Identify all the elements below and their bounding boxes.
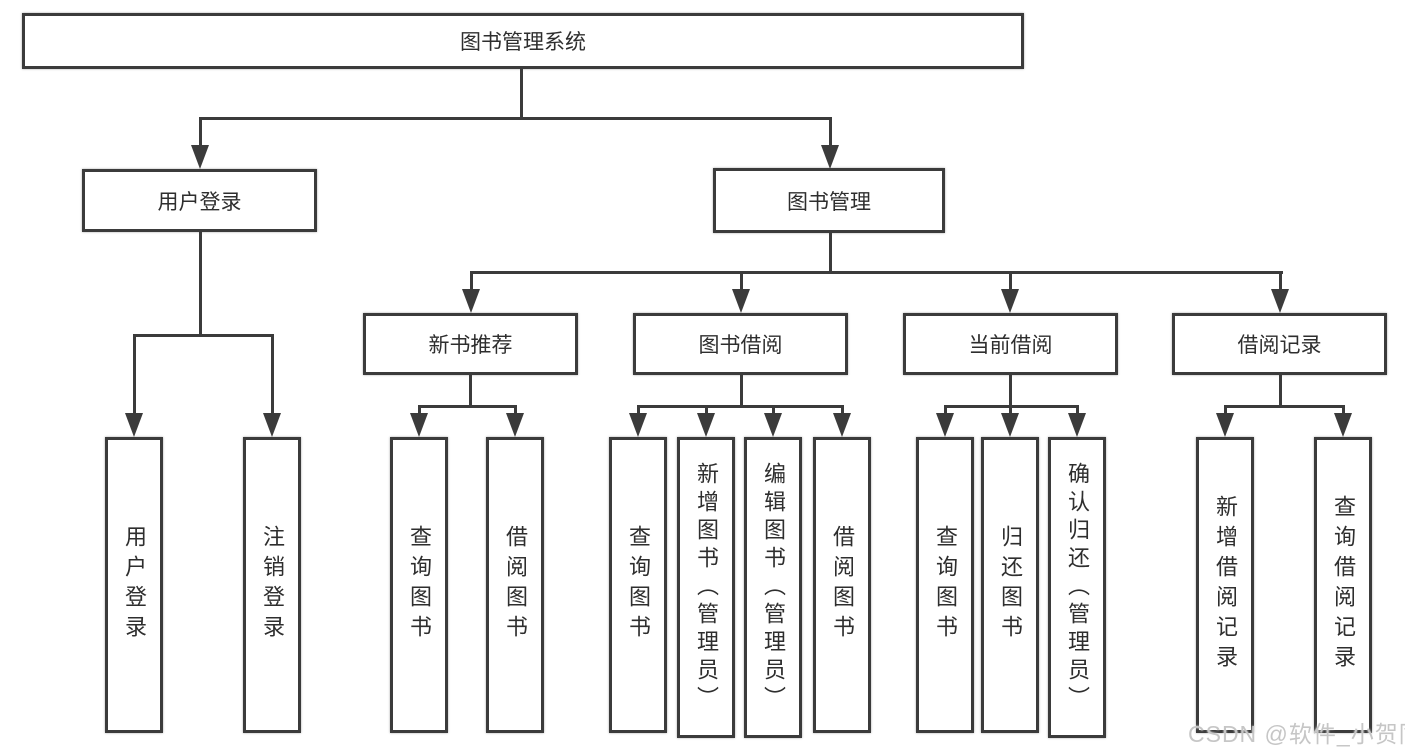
connector-line (520, 69, 523, 119)
watermark: CSDN @软件_小贺同学 (1188, 715, 1405, 747)
node-book-mgmt: 图书管理 (713, 168, 945, 233)
leaf-bb-edit-book-admin: 编辑图书（管理员） (744, 437, 802, 738)
leaf-br-add-record: 新增借阅记录 (1196, 437, 1254, 733)
leaf-cb-confirm-return-admin: 确认归还（管理员） (1048, 437, 1106, 738)
leaf-user-login-label: 用户登录 (122, 525, 147, 645)
connector-line (705, 405, 708, 416)
connector-arrowhead-icon (125, 413, 143, 437)
connector-line (199, 117, 832, 120)
leaf-logout-label: 注销登录 (260, 525, 285, 645)
connector-line (772, 405, 775, 416)
connector-line (740, 271, 743, 291)
connector-line (944, 405, 947, 416)
connector-line (740, 374, 743, 408)
node-new-book-rec-label: 新书推荐 (428, 334, 513, 357)
node-book-borrow-label: 图书借阅 (698, 334, 783, 357)
connector-arrowhead-icon (732, 289, 750, 313)
connector-line (1279, 271, 1282, 291)
connector-arrowhead-icon (1068, 413, 1086, 437)
leaf-cb-query-book-label: 查询图书 (933, 525, 958, 645)
connector-line (1342, 405, 1345, 416)
connector-arrowhead-icon (936, 413, 954, 437)
connector-arrowhead-icon (697, 413, 715, 437)
connector-arrowhead-icon (462, 289, 480, 313)
connector-line (199, 117, 202, 148)
connector-line (1009, 405, 1012, 416)
watermark-text: CSDN @软件_小贺同学 (1188, 721, 1405, 747)
leaf-br-query-record-label: 查询借阅记录 (1331, 495, 1356, 675)
leaf-rec-query-book-label: 查询图书 (407, 525, 432, 645)
connector-line (199, 231, 202, 337)
connector-arrowhead-icon (764, 413, 782, 437)
leaf-cb-return-book-label: 归还图书 (998, 525, 1023, 645)
leaf-bb-query-book: 查询图书 (609, 437, 667, 733)
connector-line (829, 117, 832, 148)
connector-line (829, 232, 832, 273)
connector-arrowhead-icon (263, 413, 281, 437)
connector-line (470, 271, 1283, 274)
node-root: 图书管理系统 (22, 13, 1024, 69)
connector-arrowhead-icon (821, 145, 839, 169)
connector-line (469, 374, 472, 408)
leaf-bb-borrow-book: 借阅图书 (813, 437, 871, 733)
connector-arrowhead-icon (629, 413, 647, 437)
leaf-cb-return-book: 归还图书 (981, 437, 1039, 733)
connector-arrowhead-icon (1271, 289, 1289, 313)
leaf-br-query-record: 查询借阅记录 (1314, 437, 1372, 733)
leaf-bb-borrow-book-label: 借阅图书 (830, 525, 855, 645)
leaf-logout: 注销登录 (243, 437, 301, 733)
node-new-book-rec: 新书推荐 (363, 313, 578, 375)
node-current-borrow-label: 当前借阅 (968, 334, 1053, 357)
leaf-br-add-record-label: 新增借阅记录 (1213, 495, 1238, 675)
connector-line (1009, 271, 1012, 291)
connector-arrowhead-icon (1216, 413, 1234, 437)
connector-line (418, 405, 517, 408)
node-user-login-label: 用户登录 (157, 190, 242, 214)
connector-line (470, 271, 473, 291)
leaf-cb-confirm-return-admin-label: 确认归还（管理员） (1065, 461, 1090, 714)
connector-arrowhead-icon (191, 145, 209, 169)
connector-line (271, 334, 274, 416)
node-user-login: 用户登录 (82, 169, 317, 232)
connector-line (514, 405, 517, 416)
connector-line (1009, 374, 1012, 408)
leaf-user-login: 用户登录 (105, 437, 163, 733)
leaf-rec-borrow-book-label: 借阅图书 (503, 525, 528, 645)
connector-arrowhead-icon (410, 413, 428, 437)
node-current-borrow: 当前借阅 (903, 313, 1118, 375)
connector-line (133, 334, 136, 416)
connector-arrowhead-icon (1001, 289, 1019, 313)
connector-line (637, 405, 640, 416)
connector-line (1279, 374, 1282, 408)
node-borrow-record: 借阅记录 (1172, 313, 1387, 375)
node-book-borrow: 图书借阅 (633, 313, 848, 375)
connector-line (133, 334, 274, 337)
leaf-bb-edit-book-admin-label: 编辑图书（管理员） (761, 461, 786, 714)
node-root-label: 图书管理系统 (460, 31, 586, 54)
leaf-bb-add-book-admin-label: 新增图书（管理员） (694, 461, 719, 714)
connector-line (1076, 405, 1079, 416)
leaf-cb-query-book: 查询图书 (916, 437, 974, 733)
leaf-bb-query-book-label: 查询图书 (626, 525, 651, 645)
connector-arrowhead-icon (1001, 413, 1019, 437)
connector-line (418, 405, 421, 416)
leaf-rec-query-book: 查询图书 (390, 437, 448, 733)
connector-arrowhead-icon (506, 413, 524, 437)
connector-line (637, 405, 844, 408)
node-book-mgmt-label: 图书管理 (787, 190, 871, 214)
connector-arrowhead-icon (833, 413, 851, 437)
connector-arrowhead-icon (1334, 413, 1352, 437)
leaf-rec-borrow-book: 借阅图书 (486, 437, 544, 733)
node-borrow-record-label: 借阅记录 (1237, 334, 1322, 357)
connector-line (1224, 405, 1227, 416)
connector-line (841, 405, 844, 416)
connector-line (1224, 405, 1345, 408)
leaf-bb-add-book-admin: 新增图书（管理员） (677, 437, 735, 738)
